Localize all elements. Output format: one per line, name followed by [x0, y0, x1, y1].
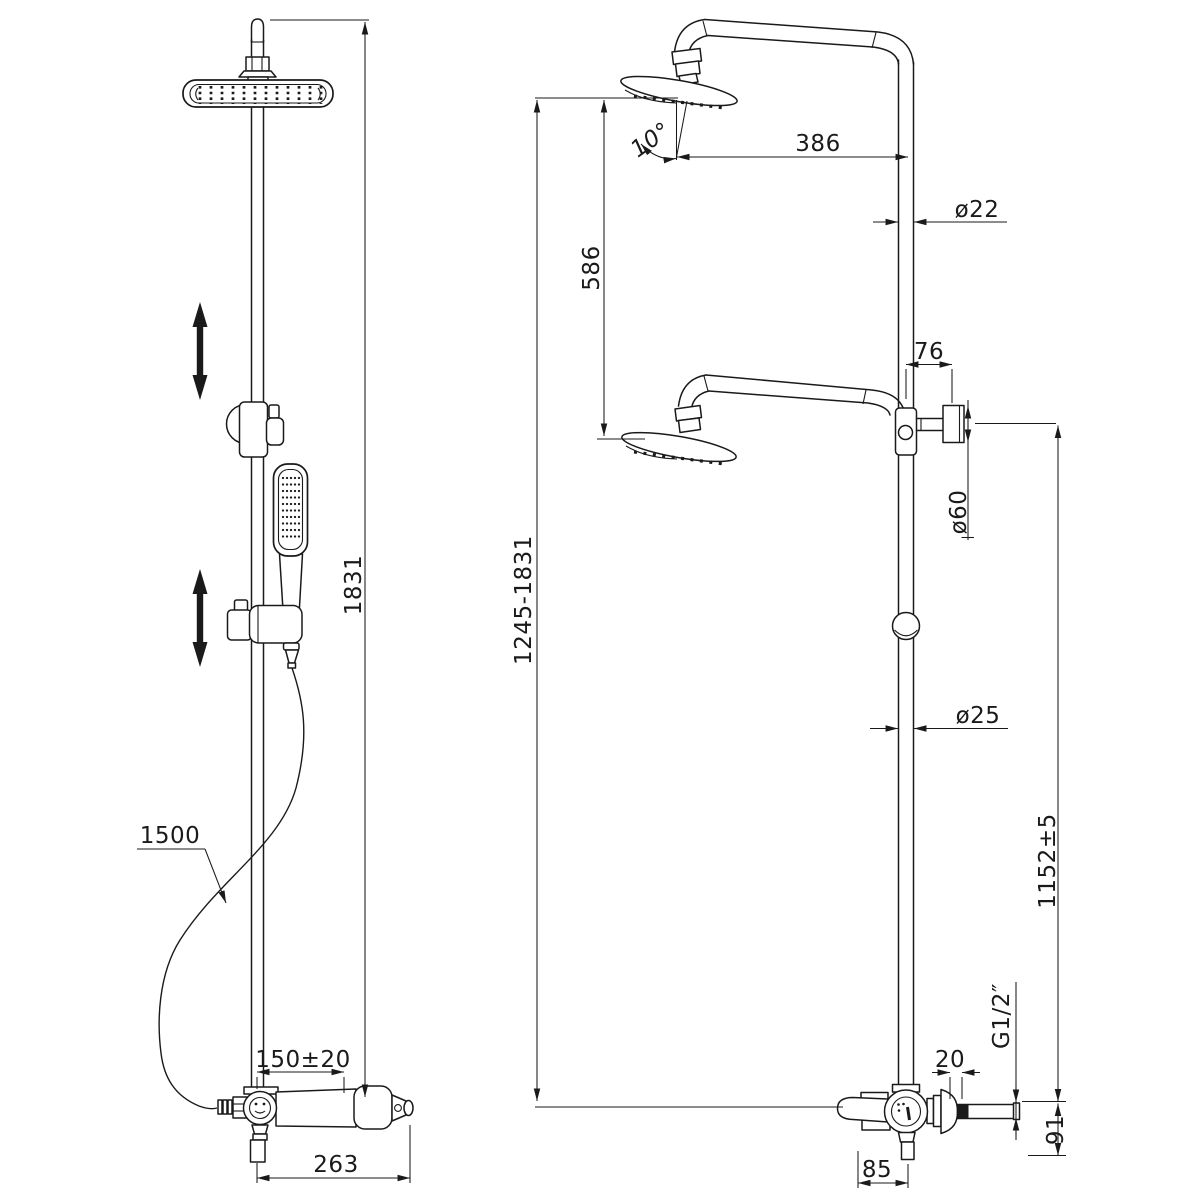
dim-overall-width: 263 [256, 1125, 411, 1183]
dim-outlet-drop-label: 91 [1043, 1115, 1069, 1145]
side-slider-ball [891, 611, 921, 641]
dim-handle-offset-label: 150±20 [255, 1047, 350, 1073]
front-upper-wall-bracket [225, 401, 285, 458]
dim-thread-length: 20 [932, 1047, 980, 1099]
dim-bracket-diameter-label: ø60 [946, 490, 972, 535]
knob-markings [254, 1102, 266, 1114]
dim-arm-reach: 386 [677, 131, 908, 161]
side-dimensions: 1245-1831 586 10° 386 ø22 [511, 97, 1069, 1188]
height-adjust-arrow-lower [192, 569, 208, 667]
side-lower-shower-head [621, 431, 737, 466]
dim-arm-reach-label: 386 [795, 131, 840, 157]
dim-overall-width-label: 263 [313, 1152, 358, 1178]
dim-head-drop: 586 [579, 100, 645, 440]
dim-lower-pipe-diameter-label: ø25 [956, 703, 1001, 729]
height-adjust-arrow-upper [192, 302, 208, 400]
dim-inlet-height-label: 1152±5 [1035, 813, 1061, 908]
shower-hose [158, 667, 305, 1110]
dim-bracket-diameter: ø60 [946, 400, 974, 540]
front-dimensions: 1831 1500 150±20 263 [137, 19, 411, 1183]
dim-total-height: 1831 [270, 19, 369, 1097]
front-slider-bracket [226, 599, 303, 669]
dim-handle-offset: 150±20 [255, 1047, 350, 1093]
dim-thread-size: G1/2″ [989, 982, 1020, 1140]
dim-bracket-offset: 76 [905, 339, 953, 403]
side-upper-shower-head [620, 75, 738, 110]
front-riser-pipe [238, 18, 277, 1090]
dim-adjustable-height: 1245-1831 [511, 97, 843, 1108]
dim-adjustable-height-label: 1245-1831 [511, 535, 537, 665]
front-overhead-shower-head [182, 79, 334, 108]
dim-hose-length-label: 1500 [140, 823, 201, 849]
dim-outlet-drop: 91 [1028, 1103, 1069, 1157]
hand-shower-spray-dots [281, 476, 301, 538]
side-wall-bracket [894, 404, 965, 456]
side-view: 1245-1831 586 10° 386 ø22 [511, 18, 1069, 1188]
dim-total-height-label: 1831 [341, 555, 367, 616]
valve-markings [897, 1102, 911, 1121]
dim-bracket-offset-label: 76 [914, 339, 944, 365]
dim-valve-depth: 85 [857, 1151, 909, 1188]
dim-head-drop-label: 586 [579, 245, 605, 290]
thread-section [957, 1104, 969, 1119]
dim-lower-pipe-diameter: ø25 [870, 703, 1008, 732]
dim-thread-length-label: 20 [935, 1047, 965, 1073]
side-riser-pipe [897, 59, 915, 1087]
dim-thread-size-label: G1/2″ [989, 983, 1015, 1049]
front-view: 1831 1500 150±20 263 [137, 18, 414, 1183]
dim-upper-pipe-diameter-label: ø22 [955, 197, 1000, 223]
dim-upper-pipe-diameter: ø22 [873, 197, 1007, 226]
dim-valve-depth-label: 85 [862, 1157, 892, 1183]
dim-hose-length: 1500 [137, 823, 227, 904]
dim-inlet-height: 1152±5 [975, 422, 1066, 1103]
side-upper-shower-arm [620, 18, 915, 110]
